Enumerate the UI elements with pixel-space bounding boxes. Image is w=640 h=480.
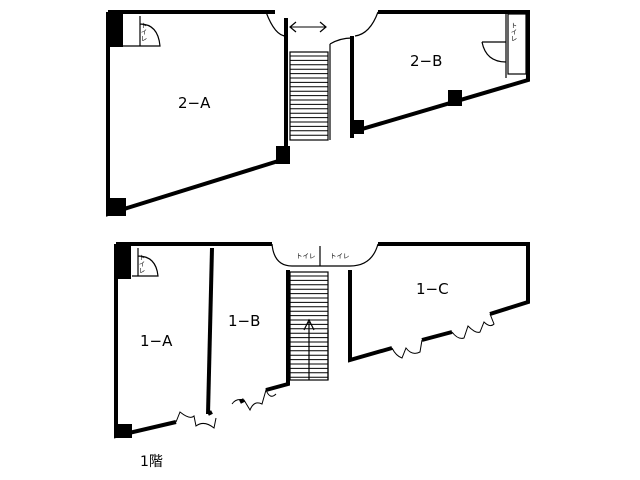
doors-1a [175,411,217,429]
toilet-label-2b: トイレ [509,22,517,42]
center-toilets: トイレ トイレ [271,243,379,267]
doors-1b [231,388,277,412]
second-floor-stair-landing [265,11,379,140]
double-arrow-icon [289,21,327,33]
column-1f-topleft [117,245,131,279]
column-2f-right [448,90,462,106]
toilet-label-1a: トイレ [137,254,145,274]
column-2f-bottomleft [106,198,126,216]
toilet-1a: トイレ [132,248,159,277]
first-floor-partition-stair-right [348,270,393,363]
column-2f-topleft [109,13,123,47]
toilet-2a: トイレ [122,16,161,47]
first-floor-partition-stair-left [265,270,290,392]
toilet-label-2a: トイレ [139,22,147,42]
room-label-2b: 2−B [410,52,442,70]
room-label-1b: 1−B [228,312,260,330]
first-floor-partition-a-b [206,247,214,415]
second-floor-stairs [289,51,329,141]
first-floor-outer-wall [114,242,530,439]
floor-caption: 1階 [140,454,163,470]
toilet-label-center-left: トイレ [296,252,316,260]
room-label-1a: 1−A [140,332,173,350]
second-floor-plan: トイレ トイレ 2−A 2−B [106,10,530,217]
room-label-1c: 1−C [416,280,449,298]
toilet-2b: トイレ [481,13,527,78]
doors-1c-left [391,339,423,359]
room-label-2a: 2−A [178,94,211,112]
column-2f-mid [276,146,290,164]
column-1f-bottomleft [116,424,132,438]
first-floor-stairs [289,271,329,381]
first-floor-plan: トイレ トイレ トイレ 1−A 1 [114,242,530,439]
doors-1c-right [451,313,495,339]
up-arrow-icon [303,318,315,380]
column-2f-stair [352,120,364,134]
toilet-label-center-right: トイレ [330,252,350,260]
